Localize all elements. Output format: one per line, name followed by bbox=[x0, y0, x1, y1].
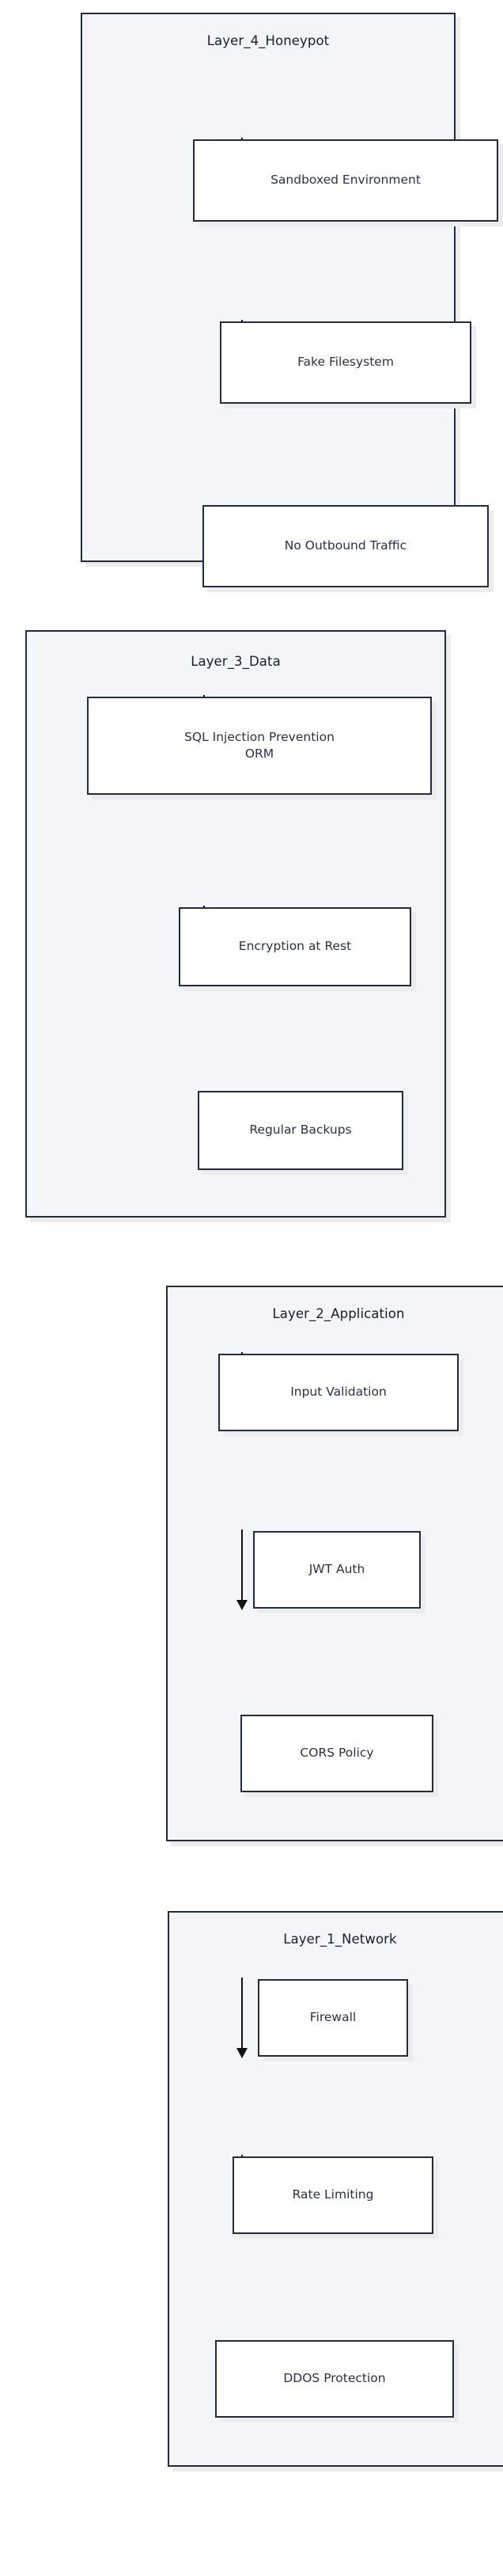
node-input-validation[interactable]: Input Validation bbox=[218, 1354, 459, 1431]
node-encryption-at-rest[interactable]: Encryption at Rest bbox=[179, 907, 411, 986]
node-label: Encryption at Rest bbox=[238, 939, 352, 954]
node-label: DDOS Protection bbox=[283, 2371, 386, 2386]
node-fake-filesystem[interactable]: Fake Filesystem bbox=[220, 321, 471, 404]
arrowhead-icon bbox=[236, 2048, 248, 2058]
edge-firewall-to-rate bbox=[210, 1978, 274, 2058]
node-label: No Outbound Traffic bbox=[284, 538, 407, 553]
node-cors-policy[interactable]: CORS Policy bbox=[240, 1715, 433, 1792]
node-sql-injection-prevention-orm[interactable]: SQL Injection Prevention ORM bbox=[87, 697, 432, 795]
node-label: SQL Injection Prevention ORM bbox=[184, 729, 335, 761]
node-firewall[interactable]: Firewall bbox=[258, 1979, 408, 2057]
node-label: JWT Auth bbox=[308, 1562, 365, 1577]
edge-line bbox=[240, 1978, 244, 2049]
node-rate-limiting[interactable]: Rate Limiting bbox=[233, 2156, 433, 2234]
arrowhead-icon bbox=[236, 1600, 248, 1610]
node-label: CORS Policy bbox=[300, 1746, 374, 1761]
node-label: Input Validation bbox=[290, 1385, 387, 1400]
subgraph-title-layer-4-honeypot: Layer_4_Honeypot bbox=[206, 33, 330, 48]
edge-jwt-to-cors bbox=[210, 1529, 274, 1610]
subgraph-title-layer-3-data: Layer_3_Data bbox=[191, 654, 281, 669]
subgraph-title-layer-2-application: Layer_2_Application bbox=[272, 1306, 405, 1321]
subgraph-title-layer-1-network: Layer_1_Network bbox=[283, 1932, 397, 1947]
node-label: Regular Backups bbox=[249, 1123, 352, 1138]
node-regular-backups[interactable]: Regular Backups bbox=[198, 1091, 403, 1170]
node-label: Firewall bbox=[309, 2010, 357, 2025]
edge-line bbox=[240, 1529, 244, 1601]
node-label: Rate Limiting bbox=[292, 2187, 374, 2202]
node-label: Fake Filesystem bbox=[297, 355, 394, 370]
node-ddos-protection[interactable]: DDOS Protection bbox=[215, 2340, 454, 2418]
subgraph-layer-4-honeypot[interactable]: Layer_4_Honeypot bbox=[81, 13, 456, 562]
node-label: Sandboxed Environment bbox=[270, 173, 421, 188]
node-no-outbound-traffic[interactable]: No Outbound Traffic bbox=[202, 505, 489, 587]
node-sandboxed-environment[interactable]: Sandboxed Environment bbox=[193, 139, 498, 222]
node-jwt-auth[interactable]: JWT Auth bbox=[253, 1531, 421, 1609]
